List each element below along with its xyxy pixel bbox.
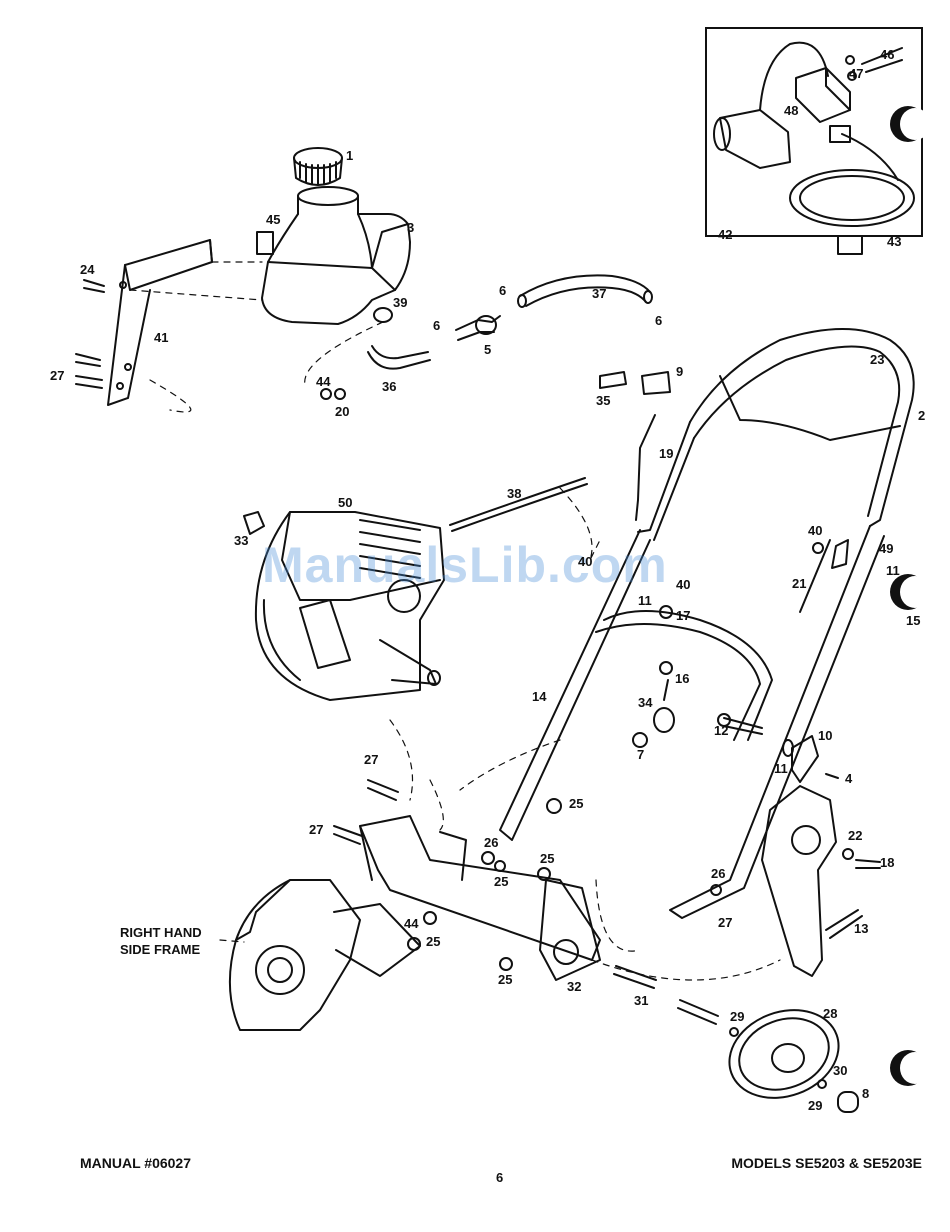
part-number: 26 — [484, 835, 498, 850]
part-number: 44 — [316, 374, 330, 389]
eyebolt-drawing — [633, 606, 674, 747]
fuel-cap-drawing — [294, 148, 342, 185]
part-number: 37 — [592, 286, 606, 301]
part-number: 19 — [659, 446, 673, 461]
part-number: 25 — [540, 851, 554, 866]
part-number: 40 — [808, 523, 822, 538]
part-number: 5 — [484, 342, 491, 357]
part-number: 32 — [567, 979, 581, 994]
axle-drawing — [614, 966, 718, 1024]
part-number: 13 — [854, 921, 868, 936]
part-number: 45 — [266, 212, 280, 227]
part-number: 44 — [404, 916, 418, 931]
part-number: 16 — [675, 671, 689, 686]
part-number: 22 — [848, 828, 862, 843]
part-number: 6 — [655, 313, 662, 328]
part-number: 34 — [638, 695, 652, 710]
part-number: 25 — [569, 796, 583, 811]
part-number: 7 — [637, 747, 644, 762]
part-number: 30 — [833, 1063, 847, 1078]
part-number: 2 — [918, 408, 925, 423]
part-number: 40 — [578, 554, 592, 569]
binder-hole-bottom — [890, 1050, 926, 1086]
models-label: MODELS SE5203 & SE5203E — [731, 1155, 922, 1171]
frame-crossmember-drawing — [360, 816, 600, 980]
right-hand-side-frame-label: RIGHT HAND SIDE FRAME — [120, 924, 202, 958]
part-number: 25 — [494, 874, 508, 889]
part-number: 10 — [818, 728, 832, 743]
part-number: 28 — [823, 1006, 837, 1021]
part-number: 1 — [346, 148, 353, 163]
part-number: 49 — [879, 541, 893, 556]
bolts-frame-drawing — [334, 780, 880, 1088]
binder-hole-middle — [890, 574, 926, 610]
binder-hole-top — [890, 106, 926, 142]
part-number: 46 — [880, 47, 894, 62]
part-number: 27 — [364, 752, 378, 767]
manual-number: MANUAL #06027 — [80, 1155, 191, 1171]
part-number: 27 — [50, 368, 64, 383]
side-frame-label-line1: RIGHT HAND — [120, 924, 202, 941]
part-number: 20 — [335, 404, 349, 419]
part-number: 36 — [382, 379, 396, 394]
part-number: 35 — [596, 393, 610, 408]
side-frame-drawing — [230, 880, 420, 1030]
part-number: 47 — [849, 66, 863, 81]
part-number: 24 — [80, 262, 94, 277]
part-number: 48 — [784, 103, 798, 118]
part-number: 4 — [845, 771, 852, 786]
fuel-tank-drawing — [262, 187, 410, 324]
part-number: 50 — [338, 495, 352, 510]
part-number: 11 — [774, 761, 788, 776]
part-number: 25 — [426, 934, 440, 949]
watermark: ManualsLib.com — [262, 536, 668, 594]
part-number: 25 — [498, 972, 512, 987]
part-number: 26 — [711, 866, 725, 881]
part-number: 8 — [862, 1086, 869, 1101]
part-number: 29 — [808, 1098, 822, 1113]
part-number: 6 — [499, 283, 506, 298]
part-number: 15 — [906, 613, 920, 628]
part-number: 38 — [507, 486, 521, 501]
part-number: 14 — [532, 689, 546, 704]
part-number: 3 — [407, 220, 414, 235]
part-number: 9 — [676, 364, 683, 379]
part-number: 39 — [393, 295, 407, 310]
part-number: 18 — [880, 855, 894, 870]
bolts-left-drawing — [76, 280, 104, 388]
tank-bracket-drawing — [108, 240, 212, 405]
page-number: 6 — [496, 1170, 503, 1185]
part-number: 31 — [634, 993, 648, 1008]
part-number: 27 — [718, 915, 732, 930]
part-number: 29 — [730, 1009, 744, 1024]
side-frame-label-line2: SIDE FRAME — [120, 941, 202, 958]
part-number: 33 — [234, 533, 248, 548]
fuel-tank-label-45-drawing — [257, 232, 273, 254]
part-number: 6 — [433, 318, 440, 333]
part-number: 40 — [676, 577, 690, 592]
fuel-line-drawing — [368, 275, 652, 368]
part-number: 21 — [792, 576, 806, 591]
part-number: 17 — [676, 608, 690, 623]
part-number: 41 — [154, 330, 168, 345]
part-number: 27 — [309, 822, 323, 837]
part-number: 43 — [887, 234, 901, 249]
part-number: 11 — [638, 593, 652, 608]
part-number: 12 — [714, 723, 728, 738]
part-number: 42 — [718, 227, 732, 242]
part-number: 23 — [870, 352, 884, 367]
part-number: 11 — [886, 563, 900, 578]
